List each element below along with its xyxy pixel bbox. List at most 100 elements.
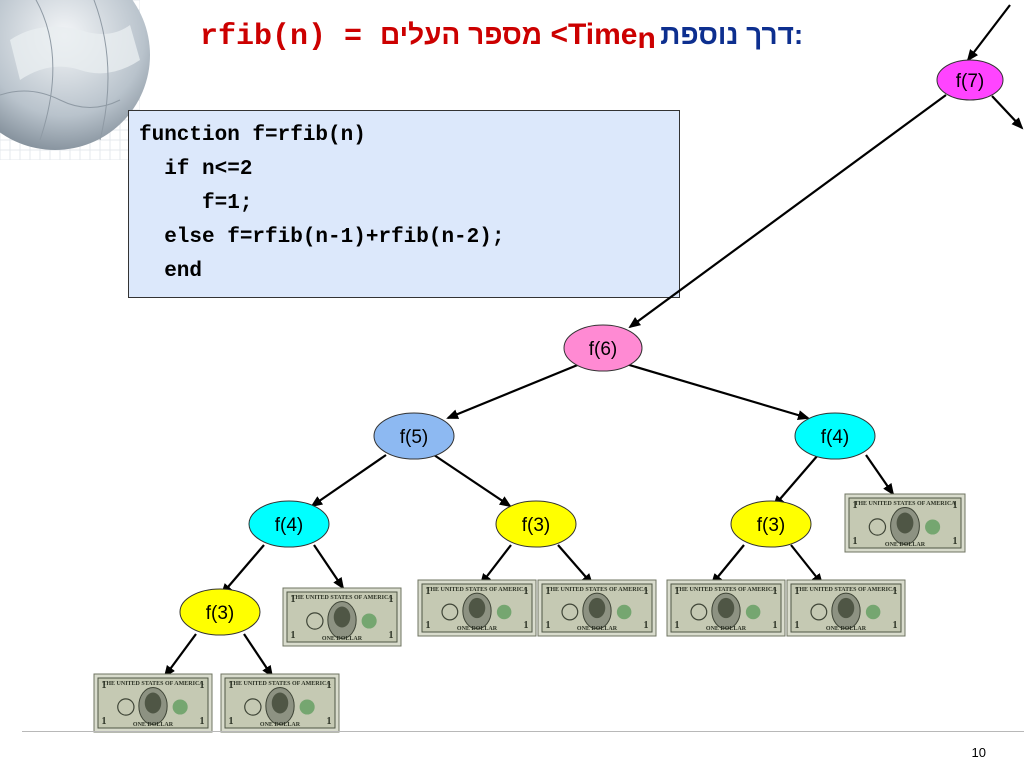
- tree-node: f(7): [936, 59, 1004, 101]
- bill-denomination: 1: [795, 620, 800, 631]
- portrait-head-icon: [588, 597, 606, 619]
- bill-header-text: THE UNITED STATES OF AMERICA: [291, 595, 393, 601]
- seal-icon: [441, 603, 459, 621]
- treasury-seal-icon: [745, 604, 761, 620]
- bill-denomination: 1: [853, 536, 858, 547]
- edge-arrow: [772, 454, 819, 508]
- title-code: rfib(n): [200, 20, 327, 54]
- bill-denomination: 1: [675, 586, 680, 597]
- bill-header-text: THE UNITED STATES OF AMERICA: [426, 587, 528, 593]
- globe-decoration: [0, 0, 150, 160]
- treasury-seal-icon: [925, 519, 941, 535]
- bill-header-text: THE UNITED STATES OF AMERICA: [102, 681, 204, 687]
- bill-denomination: 1: [795, 586, 800, 597]
- portrait-head-icon: [468, 597, 486, 619]
- bill-denomination: 1: [773, 586, 778, 597]
- tree-node: f(5): [373, 412, 455, 460]
- edge-arrow: [865, 454, 895, 496]
- tree-node-label: f(3): [757, 515, 786, 536]
- edge-arrow: [625, 362, 810, 420]
- title-equals: =: [326, 20, 381, 54]
- edge-arrow: [710, 544, 745, 586]
- bill-denomination: 1: [675, 620, 680, 631]
- bill-footer-text: ONE DOLLAR: [706, 626, 747, 632]
- edge-arrow: [628, 94, 947, 329]
- tree-node-label: f(5): [400, 427, 429, 448]
- tree-node-label: f(3): [522, 515, 551, 536]
- dollar-bill-leaf: THE UNITED STATES OF AMERICA ONE DOLLAR 1 1…: [844, 493, 966, 553]
- code-line: if n<=2: [139, 158, 253, 181]
- bill-denomination: 1: [102, 716, 107, 727]
- tree-node-ellipse: [373, 412, 455, 460]
- bill-denomination: 1: [200, 680, 205, 691]
- bill-denomination: 1: [291, 594, 296, 605]
- edge-arrow: [163, 633, 197, 678]
- bill-denomination: 1: [327, 680, 332, 691]
- tree-node-ellipse: [248, 500, 330, 548]
- title-leaf-count-text: מספר העלים: [380, 19, 543, 50]
- title-time: Time: [567, 18, 638, 51]
- portrait-head-icon: [837, 597, 855, 619]
- bill-denomination: 1: [524, 620, 529, 631]
- bill-footer-text: ONE DOLLAR: [885, 542, 926, 548]
- edge-arrow: [220, 544, 265, 596]
- bill-footer-text: ONE DOLLAR: [826, 626, 867, 632]
- seal-icon: [690, 603, 708, 621]
- seal-icon: [561, 603, 579, 621]
- edge-arrow: [557, 544, 594, 586]
- tree-node: f(3): [179, 588, 261, 636]
- portrait-head-icon: [271, 692, 289, 714]
- bill-denomination: 1: [327, 716, 332, 727]
- tree-node: f(4): [248, 500, 330, 548]
- bill-denomination: 1: [389, 594, 394, 605]
- seal-icon: [244, 698, 262, 716]
- bill-denomination: 1: [644, 620, 649, 631]
- edge-arrow: [790, 544, 824, 586]
- portrait-head-icon: [717, 597, 735, 619]
- bill-footer-text: ONE DOLLAR: [322, 636, 363, 642]
- bill-denomination: 1: [953, 536, 958, 547]
- bill-footer-text: ONE DOLLAR: [260, 722, 301, 728]
- portrait-head-icon: [896, 512, 914, 534]
- portrait-head-icon: [333, 606, 351, 628]
- tree-node: f(4): [794, 412, 876, 460]
- bill-denomination: 1: [389, 630, 394, 641]
- edge-arrow: [479, 544, 512, 586]
- slide-title: rfib(n) = מספר העלים <Timen דרך נוספת:: [200, 18, 960, 68]
- bill-denomination: 1: [546, 620, 551, 631]
- tree-node-ellipse: [179, 588, 261, 636]
- treasury-seal-icon: [616, 604, 632, 620]
- treasury-seal-icon: [172, 699, 188, 715]
- seal-icon: [810, 603, 828, 621]
- treasury-seal-icon: [496, 604, 512, 620]
- seal-icon: [868, 518, 887, 536]
- footer-divider: [22, 731, 1024, 732]
- bill-denomination: 1: [546, 586, 551, 597]
- bill-denomination: 1: [893, 586, 898, 597]
- bill-denomination: 1: [200, 716, 205, 727]
- title-lt: <: [542, 18, 568, 51]
- bill-denomination: 1: [229, 680, 234, 691]
- bill-denomination: 1: [893, 620, 898, 631]
- code-box: function f=rfib(n) if n<=2 f=1; else f=r…: [128, 110, 680, 298]
- tree-node: f(3): [495, 500, 577, 548]
- dollar-bill-leaf: THE UNITED STATES OF AMERICA ONE DOLLAR 1 1…: [282, 587, 402, 647]
- seal-icon: [117, 698, 135, 716]
- tree-node: f(3): [730, 500, 812, 548]
- code-line: end: [139, 260, 203, 283]
- bill-footer-text: ONE DOLLAR: [457, 626, 498, 632]
- bill-denomination: 1: [953, 500, 958, 511]
- title-prefix: דרך נוספת:: [660, 19, 804, 50]
- tree-node-ellipse: [730, 500, 812, 548]
- treasury-seal-icon: [865, 604, 881, 620]
- page-number: 10: [971, 745, 986, 760]
- bill-header-text: THE UNITED STATES OF AMERICA: [854, 501, 956, 507]
- bill-denomination: 1: [291, 630, 296, 641]
- portrait-head-icon: [144, 692, 162, 714]
- edge-arrow: [313, 544, 345, 590]
- tree-node: f(6): [563, 324, 643, 372]
